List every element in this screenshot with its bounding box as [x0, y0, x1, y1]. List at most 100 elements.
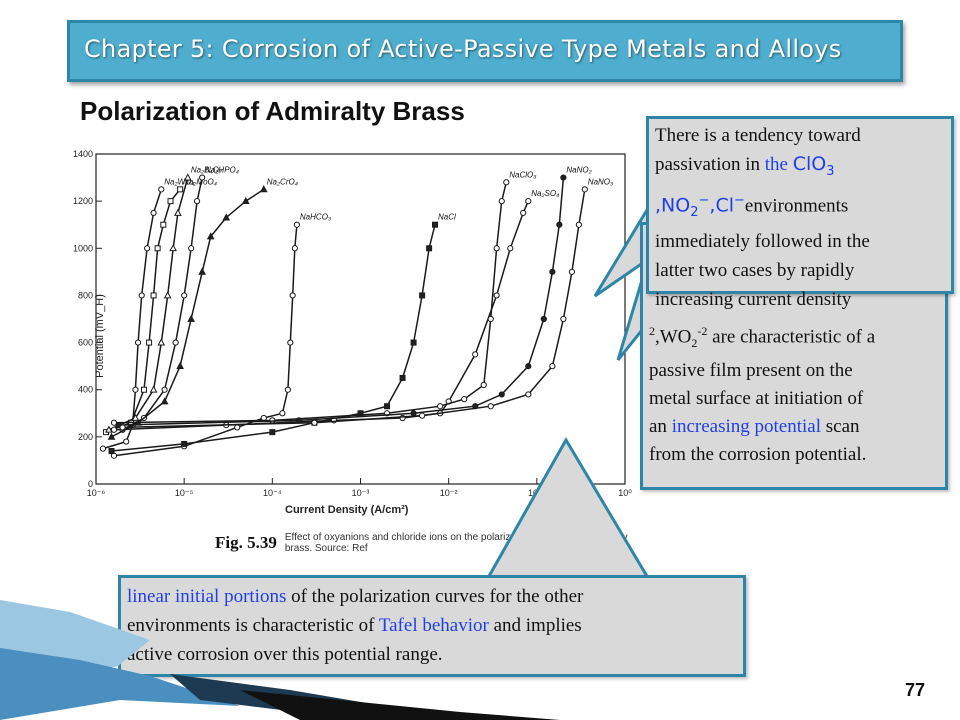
series-2-marker [163, 291, 172, 299]
series-4-marker [206, 232, 215, 240]
series-7-marker [110, 426, 118, 433]
top-callout: There is a tendency toward passivation i… [646, 116, 954, 310]
middle-callout-line5: from the corrosion potential. [649, 444, 867, 466]
x-tick-label: 10⁻³ [352, 488, 370, 498]
series-10-marker [575, 221, 582, 228]
series-4-line [111, 188, 265, 438]
series-9-marker [560, 174, 567, 181]
series-8-marker [498, 198, 505, 205]
series-1-marker [150, 292, 157, 299]
series-2-marker [131, 413, 140, 421]
series-5-marker [293, 221, 301, 228]
series-6-marker [357, 410, 364, 417]
x-tick-label: 10⁰ [618, 488, 632, 498]
series-0-marker [132, 386, 139, 393]
series-4-marker [176, 361, 184, 370]
top-callout-line5: latter two cases by rapidly [655, 259, 855, 281]
series-2-marker [105, 425, 113, 433]
series-4-label: Na₂CrO₄ [267, 177, 298, 186]
series-10-marker [568, 268, 576, 275]
y-tick-label: 800 [78, 290, 93, 300]
slide-title: Chapter 5: Corrosion of Active-Passive T… [84, 35, 842, 63]
x-axis-title: Current Density (A/cm²) [285, 504, 409, 516]
series-6-marker [384, 403, 391, 410]
series-10-marker [119, 424, 126, 431]
series-10-marker [560, 315, 567, 323]
series-2-marker [149, 385, 158, 393]
series-0-marker [158, 186, 165, 193]
series-3-marker [188, 245, 195, 252]
bottom-callout-line2: environments is characteristic of Tafel … [127, 615, 582, 636]
series-10-marker [525, 391, 532, 398]
series-9-marker [540, 315, 547, 323]
series-5-marker [287, 339, 294, 346]
top-callout-line3: ,NO2−,Cl−environments [655, 192, 849, 220]
x-tick-label: 10⁻⁵ [175, 488, 194, 498]
series-1-line [105, 188, 181, 433]
series-9-marker [525, 363, 532, 370]
series-0-line [102, 189, 163, 450]
series-3-label: Na₂HPO₄ [205, 166, 239, 175]
series-1-label: Na₂MoO₄ [183, 177, 217, 186]
series-6-marker [269, 429, 276, 436]
series-9-marker [549, 268, 556, 275]
series-2-line [108, 177, 189, 431]
series-0-marker [99, 445, 107, 452]
series-6-label: NaCl [438, 213, 456, 222]
series-10-marker [581, 186, 588, 193]
middle-callout-line3: metal surface at initiation of [649, 388, 864, 410]
series-7-label: Na₂SO₄ [531, 189, 559, 198]
series-9-marker [295, 417, 302, 424]
series-4-marker [241, 196, 250, 205]
series-8-line [113, 182, 508, 424]
slide-number: 77 [905, 680, 926, 700]
series-4-marker [160, 397, 169, 405]
series-8-marker [493, 245, 500, 252]
series-1-marker [167, 198, 174, 205]
series-3-marker [193, 198, 201, 205]
series-5-marker [279, 410, 286, 417]
series-0-marker [150, 209, 157, 217]
y-tick-label: 400 [78, 385, 93, 395]
series-3-marker [181, 292, 188, 299]
series-7-marker [472, 351, 479, 358]
series-7-marker [493, 292, 500, 299]
top-callout-line6: increasing current density [655, 288, 852, 310]
y-tick-label: 1000 [73, 243, 93, 253]
y-axis-title: Potential (mV_H) [94, 294, 106, 378]
series-1-marker [177, 186, 184, 193]
series-3-marker [199, 174, 206, 181]
series-1-marker [140, 386, 147, 393]
series-8-label: NaClO₃ [509, 170, 536, 179]
series-9-marker [498, 391, 505, 398]
series-8-marker [503, 179, 510, 186]
x-tick-label: 10⁻⁴ [263, 488, 282, 498]
x-tick-label: 10⁻² [440, 488, 458, 498]
series-5-marker [234, 424, 241, 431]
series-6-line [111, 224, 436, 452]
figure-caption-text: Effect of oxyanions and chloride ions on… [284, 532, 628, 554]
series-8-marker [487, 315, 494, 323]
series-6-marker [426, 245, 433, 252]
series-10-marker [311, 419, 318, 426]
top-callout-line4: immediately followed in the [655, 230, 870, 252]
bottom-callout: linear initial portions of the polarizat… [118, 575, 746, 677]
bottom-callout-line3: active corrosion over this potential ran… [127, 644, 443, 665]
series-7-marker [507, 245, 514, 252]
middle-callout-line1: 2,WO2-2 are characteristic of a [649, 324, 876, 351]
middle-callout-line4: an increasing potential scan [649, 416, 860, 438]
series-4-marker [107, 432, 116, 440]
y-tick-label: 200 [78, 432, 93, 442]
series-10-marker [549, 363, 556, 370]
series-6-marker [419, 292, 426, 299]
series-0-marker [138, 292, 145, 299]
series-2-marker [174, 208, 182, 216]
series-8-marker [437, 403, 444, 410]
series-8-marker [480, 381, 487, 389]
decoration-swoosh-black [240, 690, 560, 720]
series-4-marker [222, 213, 231, 221]
series-0-label: Na₂WO₄ [164, 177, 194, 186]
series-6-marker [432, 221, 439, 228]
